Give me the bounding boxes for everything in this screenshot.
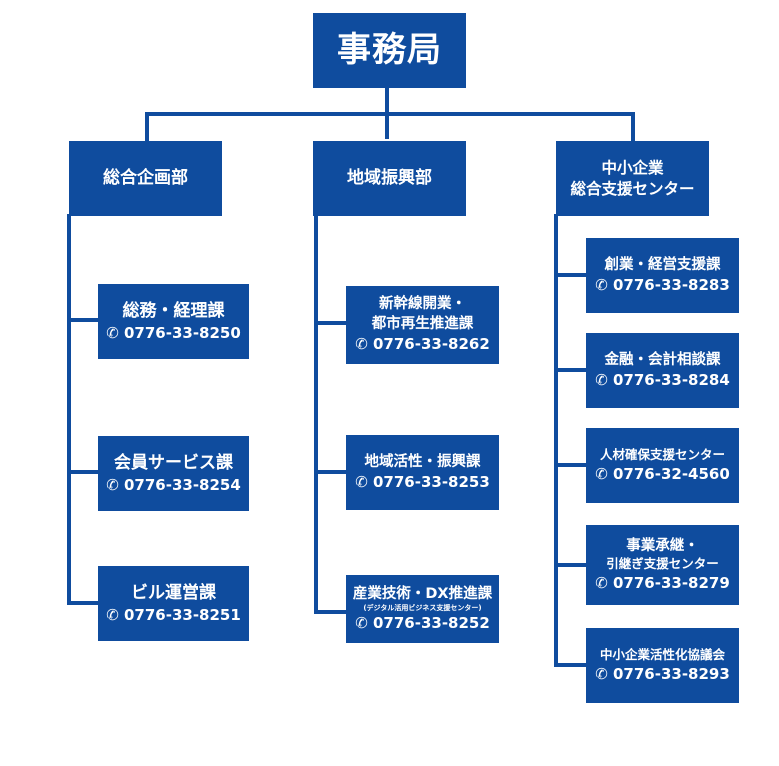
- section-regional-revitalization: 地域活性・振興課 ✆ 0776-33-8253: [346, 435, 499, 510]
- section-label-line-1: 事業承継・: [626, 537, 699, 554]
- section-label-line-2: 引継ぎ支援センター: [606, 556, 719, 572]
- section-industrial-tech-dx: 産業技術・DX推進課 (デジタル活用ビジネス支援センター) ✆ 0776-33-…: [346, 575, 499, 643]
- phone-number: ✆ 0776-33-8253: [355, 473, 490, 492]
- section-member-services: 会員サービス課 ✆ 0776-33-8254: [98, 436, 249, 511]
- section-label: 中小企業活性化協議会: [599, 646, 725, 662]
- section-label: 人材確保支援センター: [599, 446, 725, 462]
- phone-number: ✆ 0776-33-8252: [355, 613, 490, 632]
- department-label-line-2: 総合支援センター: [570, 179, 695, 198]
- phone-number: ✆ 0776-33-8250: [106, 323, 241, 342]
- phone-number: ✆ 0776-33-8254: [106, 475, 241, 494]
- section-label: 金融・会計相談課: [604, 351, 721, 368]
- section-shinkansen-urban-renewal: 新幹線開業・ 都市再生推進課 ✆ 0776-33-8262: [346, 286, 499, 364]
- section-label-line-1: 新幹線開業・: [379, 296, 466, 313]
- department-regional-promotion: 地域振興部: [313, 141, 466, 216]
- section-general-accounting: 総務・経理課 ✆ 0776-33-8250: [98, 284, 249, 359]
- headquarters-label: 事務局: [337, 29, 442, 70]
- department-label: 総合企画部: [103, 168, 188, 189]
- section-human-resources-center: 人材確保支援センター ✆ 0776-32-4560: [586, 428, 739, 503]
- department-general-planning: 総合企画部: [69, 141, 222, 216]
- phone-number: ✆ 0776-33-8284: [595, 371, 730, 390]
- phone-number: ✆ 0776-33-8262: [355, 335, 490, 354]
- section-label: 地域活性・振興課: [364, 453, 481, 470]
- section-finance-accounting-consult: 金融・会計相談課 ✆ 0776-33-8284: [586, 333, 739, 408]
- phone-number: ✆ 0776-33-8283: [595, 276, 730, 295]
- section-label: 会員サービス課: [114, 452, 233, 473]
- headquarters-box: 事務局: [313, 13, 466, 88]
- section-label: 創業・経営支援課: [604, 256, 721, 273]
- phone-number: ✆ 0776-33-8251: [106, 605, 241, 624]
- department-sme-support-center: 中小企業 総合支援センター: [556, 141, 709, 216]
- section-building-operations: ビル運営課 ✆ 0776-33-8251: [98, 566, 249, 641]
- section-label-line-2: 都市再生推進課: [371, 315, 474, 332]
- department-label: 地域振興部: [347, 168, 432, 189]
- section-sublabel: (デジタル活用ビジネス支援センター): [363, 604, 482, 613]
- phone-number: ✆ 0776-33-8293: [595, 664, 730, 683]
- section-business-succession-center: 事業承継・ 引継ぎ支援センター ✆ 0776-33-8279: [586, 525, 739, 605]
- department-label-line-1: 中小企業: [601, 158, 664, 177]
- phone-number: ✆ 0776-32-4560: [595, 464, 730, 483]
- phone-number: ✆ 0776-33-8279: [595, 574, 730, 593]
- section-sme-revitalization-council: 中小企業活性化協議会 ✆ 0776-33-8293: [586, 628, 739, 703]
- section-label: ビル運営課: [131, 582, 216, 603]
- section-label: 産業技術・DX推進課: [352, 585, 493, 602]
- section-startup-management-support: 創業・経営支援課 ✆ 0776-33-8283: [586, 238, 739, 313]
- section-label: 総務・経理課: [122, 300, 225, 321]
